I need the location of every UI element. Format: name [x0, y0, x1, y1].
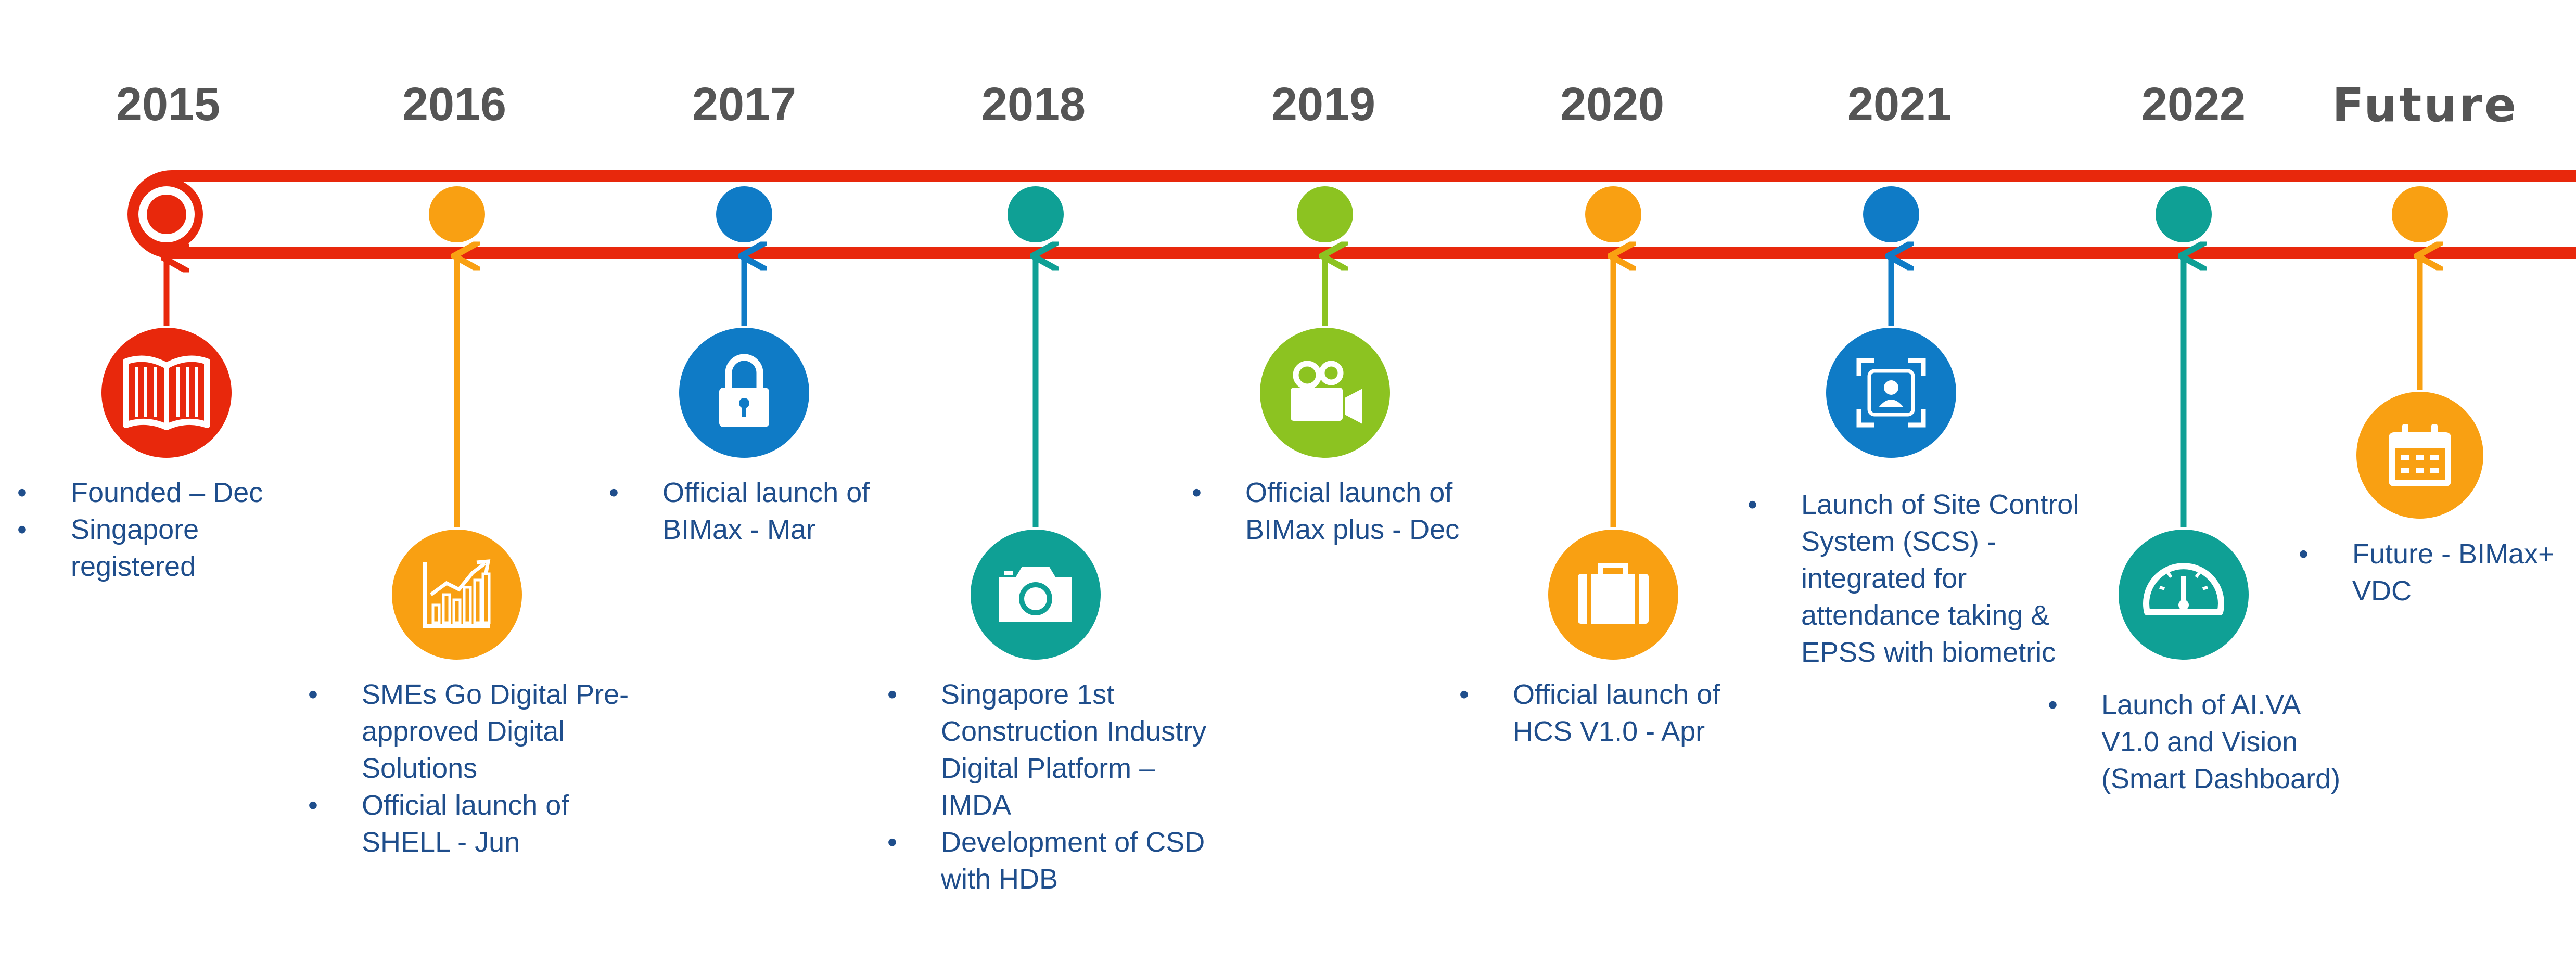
milestone-2022 [2119, 186, 2249, 660]
timeline-dot [1008, 186, 1064, 242]
timeline-dot [1863, 186, 1919, 242]
milestone-notes: Founded – DecSingapore registered [17, 474, 309, 585]
note-item: Launch of AI.VA V1.0 and Vision (Smart D… [2048, 687, 2360, 797]
year-label: 2018 [981, 79, 1086, 131]
calendar-icon [2389, 424, 2451, 486]
milestone-future [2356, 186, 2483, 519]
timeline-dot [1297, 186, 1353, 242]
lock-icon [719, 354, 769, 427]
year-label: 2019 [1271, 79, 1376, 131]
milestone-notes: SMEs Go Digital Pre-approved Digital Sol… [308, 676, 631, 861]
year-label: Future [2332, 78, 2518, 133]
note-item: Development of CSD with HDB [887, 824, 1210, 898]
milestone-notes: Official launch of BIMax plus - Dec [1192, 474, 1483, 548]
video-camera-icon [1291, 361, 1362, 424]
milestone-notes: Future - BIMax+ VDC [2299, 536, 2559, 610]
timeline-dot [716, 186, 772, 242]
year-label: 2017 [692, 79, 797, 131]
milestone-2019 [1260, 186, 1390, 458]
note-item: Official launch of BIMax plus - Dec [1192, 474, 1483, 548]
note-item: Launch of Site Control System (SCS) - in… [1748, 486, 2081, 671]
milestone-2015 [101, 178, 232, 458]
milestone-2021 [1826, 186, 1956, 458]
timeline-dot [1585, 186, 1641, 242]
icon-badge [392, 530, 522, 660]
year-label: 2015 [116, 79, 221, 131]
camera-icon [999, 567, 1072, 622]
timeline-dot [429, 186, 485, 242]
milestone-2016 [392, 186, 522, 660]
year-label: 2021 [1847, 79, 1952, 131]
milestone-2017 [679, 186, 809, 458]
note-item: Future - BIMax+ VDC [2299, 536, 2559, 610]
year-label: 2020 [1560, 79, 1665, 131]
year-label: 2016 [402, 79, 507, 131]
note-item: SMEs Go Digital Pre-approved Digital Sol… [308, 676, 631, 787]
milestone-notes: Launch of AI.VA V1.0 and Vision (Smart D… [2048, 687, 2360, 797]
book-icon [123, 355, 210, 430]
note-item: Official launch of BIMax - Mar [609, 474, 900, 548]
timeline-dot [2392, 186, 2448, 242]
note-item: Singapore 1st Construction Industry Digi… [887, 676, 1210, 824]
gauge-icon [2143, 563, 2224, 615]
note-item: Singapore registered [17, 511, 309, 585]
milestone-2018 [971, 186, 1101, 660]
timeline-dot [2156, 186, 2212, 242]
milestone-notes: Official launch of BIMax - Mar [609, 474, 900, 548]
note-item: Official launch of SHELL - Jun [308, 787, 631, 861]
milestone-2020 [1548, 186, 1678, 660]
note-item: Official launch of HCS V1.0 - Apr [1459, 676, 1782, 750]
year-label: 2022 [2141, 79, 2246, 131]
milestone-notes: Singapore 1st Construction Industry Digi… [887, 676, 1210, 898]
milestone-notes: Launch of Site Control System (SCS) - in… [1748, 486, 2081, 671]
face-scan-icon [1856, 358, 1926, 428]
note-item: Founded – Dec [17, 474, 309, 511]
growth-chart-icon [423, 559, 491, 628]
milestone-notes: Official launch of HCS V1.0 - Apr [1459, 676, 1782, 750]
briefcase-icon [1578, 563, 1649, 624]
